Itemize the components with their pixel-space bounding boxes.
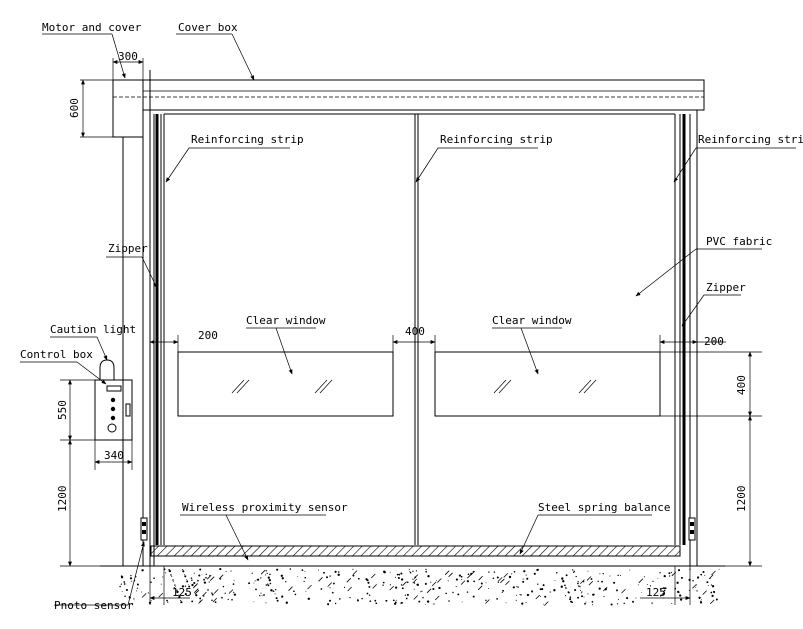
- dim-text-sensor-offset-left: 125: [172, 586, 192, 599]
- label-pvc-fabric: PVC fabric: [706, 235, 772, 248]
- label-zipper-right: Zipper: [706, 281, 746, 294]
- ground: [100, 565, 725, 606]
- right-post: [679, 110, 698, 566]
- photo-sensor-left: [140, 517, 148, 541]
- dim-text-window-height: 400: [735, 375, 748, 395]
- dim-text-window-elevation: 1200: [735, 486, 748, 513]
- dim-text-sensor-offset-right: 125: [646, 586, 666, 599]
- dim-bottom: [149, 566, 691, 605]
- dim-text-window-gap: 400: [405, 325, 425, 338]
- label-reinforcing-strip-left: Reinforcing strip: [191, 133, 304, 146]
- dim-text-window-offset-right: 200: [704, 335, 724, 348]
- dim-right-vertical: [660, 351, 762, 567]
- dim-text-control-box-width: 340: [104, 449, 124, 462]
- dim-text-motor-width: 300: [118, 50, 138, 63]
- curtain: [163, 113, 676, 545]
- cover-box: [113, 79, 705, 111]
- label-reinforcing-strip-middle: Reinforcing strip: [440, 133, 553, 146]
- dim-left-vertical: [60, 379, 133, 567]
- bottom-bar: [150, 545, 681, 557]
- label-clear-window-right: Clear window: [492, 314, 572, 327]
- leaders: [20, 33, 796, 606]
- dim-text-control-box-elevation: 1200: [56, 486, 69, 513]
- caution-light: [99, 359, 115, 380]
- dim-motor: [80, 58, 144, 138]
- label-cover-box: Cover box: [178, 21, 238, 34]
- label-photo-sensor: Pnoto sensor: [54, 599, 134, 612]
- motor-cover: [112, 79, 144, 138]
- clear-window-left: [177, 351, 394, 417]
- label-motor-and-cover: Motor and cover: [42, 21, 142, 34]
- label-zipper-left: Zipper: [108, 242, 148, 255]
- label-steel-spring: Steel spring balance: [538, 501, 670, 514]
- label-reinforcing-strip-right: Reinforcing strip: [698, 133, 803, 146]
- photo-sensor-right: [688, 517, 696, 541]
- dim-text-motor-height: 600: [68, 98, 81, 118]
- label-control-box: Control box: [20, 348, 93, 361]
- label-wireless-sensor: Wireless proximity sensor: [182, 501, 348, 514]
- control-box: [94, 379, 133, 441]
- label-clear-window-left: Clear window: [246, 314, 326, 327]
- ground-speckles: [119, 568, 720, 606]
- label-caution-light: Caution light: [50, 323, 136, 336]
- dim-window-horizontal: [149, 335, 726, 352]
- clear-window-right: [434, 351, 661, 417]
- dim-text-window-offset-left: 200: [198, 329, 218, 342]
- left-post: [122, 70, 162, 566]
- dim-text-control-box-height: 550: [56, 400, 69, 420]
